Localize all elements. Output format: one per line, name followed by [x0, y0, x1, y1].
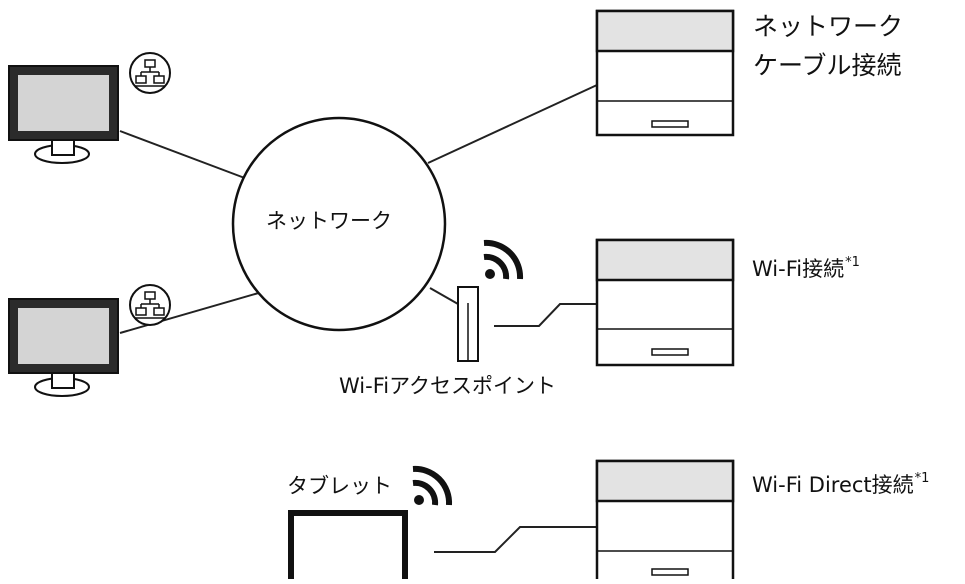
connection-lines — [119, 84, 598, 553]
printer-tray-handle — [651, 348, 689, 356]
wifi-connection-label: Wi-Fi接続*1 — [752, 249, 860, 283]
network-circle — [231, 116, 447, 332]
printer-top — [595, 238, 735, 282]
printer1-cable-line — [427, 84, 598, 164]
cable-connection-label-line1: ネットワーク — [753, 12, 904, 41]
network-label: ネットワーク — [266, 209, 392, 233]
monitor-screen — [18, 75, 109, 131]
footnote-mark: *1 — [914, 471, 930, 486]
printer-top — [595, 9, 735, 53]
printer-wifi — [595, 238, 735, 367]
desktop-computer-2 — [8, 298, 119, 397]
printer-wifi-direct — [595, 459, 735, 584]
pc1-network-line — [119, 130, 251, 181]
footnote-mark: *1 — [845, 255, 860, 270]
access-point-link-line — [429, 287, 459, 305]
tablet-frame — [288, 510, 408, 584]
tablet-label: タブレット — [287, 474, 392, 498]
tablet-device — [288, 510, 408, 584]
network-badge-icon — [129, 284, 171, 326]
desktop-computer-1 — [8, 65, 119, 164]
printer-tray-handle — [651, 568, 689, 576]
monitor-screen — [18, 308, 109, 364]
wifi-signal-icon — [412, 465, 453, 506]
wifi-access-point — [457, 286, 479, 362]
printer-tray-handle — [651, 120, 689, 128]
network-badge-icon — [129, 52, 171, 94]
wifi-direct-link-line — [434, 526, 597, 553]
pc2-network-line — [119, 291, 263, 334]
printer-cable — [595, 9, 735, 137]
wifi-direct-connection-label: Wi-Fi Direct接続*1 — [752, 465, 929, 499]
cable-connection-label-line2: ケーブル接続 — [753, 51, 902, 80]
wifi-signal-icon — [483, 239, 524, 280]
access-point-label: Wi-Fiアクセスポイント — [339, 374, 557, 398]
wifi-link-line — [494, 303, 597, 327]
wifi-direct-connection-text: Wi-Fi Direct接続 — [752, 473, 914, 497]
printer-top — [595, 459, 735, 503]
wifi-connection-text: Wi-Fi接続 — [752, 257, 845, 281]
